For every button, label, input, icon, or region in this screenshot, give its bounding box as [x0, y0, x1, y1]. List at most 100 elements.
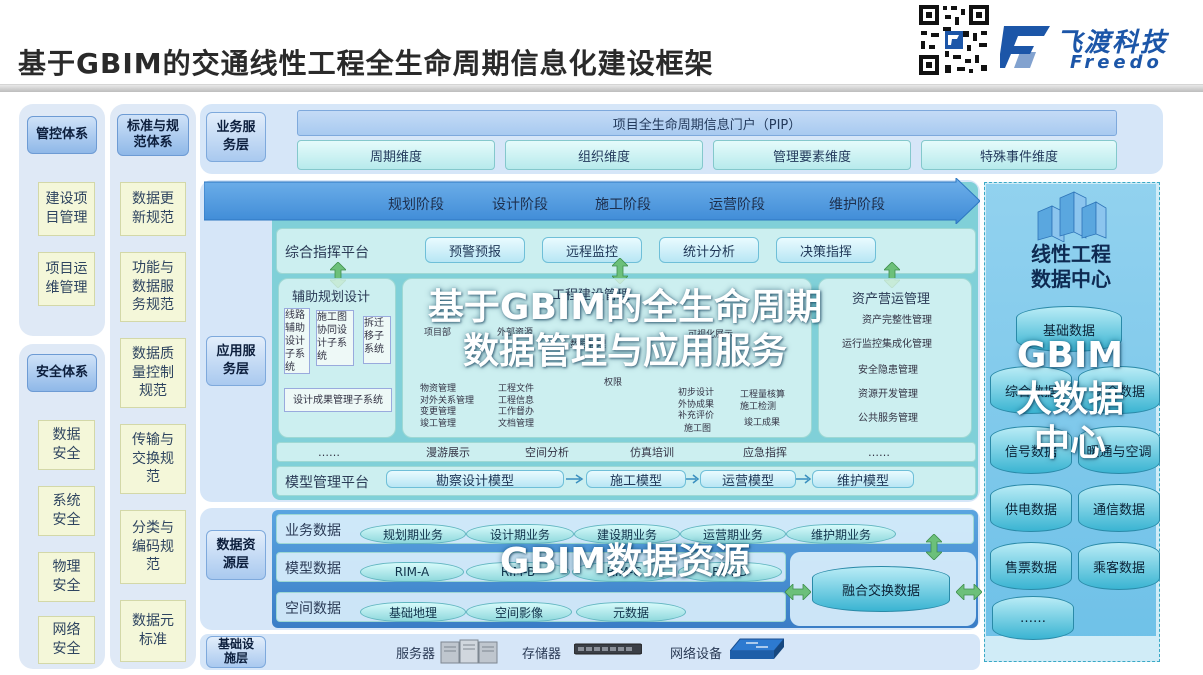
network-switch-icon [730, 638, 784, 659]
col2-item: 数据质 量控制 规范 [120, 338, 186, 408]
phase-label: 设计阶段 [492, 197, 548, 213]
command-item: 预警预报 [425, 237, 525, 263]
model-item: 施工模型 [586, 470, 686, 489]
command-item: 远程监控 [542, 237, 642, 263]
bottom-row-item: …… [318, 446, 340, 459]
dimension-item: 周期维度 [297, 140, 495, 170]
infra-item: 网络设备 [670, 647, 723, 662]
col2-item: 传输与 交换规 范 [120, 424, 186, 494]
updown-arrow-icon [926, 534, 942, 560]
model-data-item: RIM-B [466, 562, 570, 582]
data-center-title: 线性工程 数据中心 [1031, 242, 1111, 291]
spatial-data-label: 空间数据 [285, 601, 341, 617]
phase-label: 规划阶段 [388, 197, 444, 213]
construction-box [402, 278, 812, 438]
model-item: 运营模型 [700, 470, 796, 489]
phase-label: 运营阶段 [709, 197, 765, 213]
data-layer-label: 数据资 源层 [206, 530, 266, 580]
spatial-data-item: 元数据 [576, 602, 686, 622]
col2-item: 数据更 新规范 [120, 182, 186, 236]
col2-item: 功能与 数据服 务规范 [120, 252, 186, 322]
server-icon [440, 639, 498, 664]
spatial-data-item: 基础地理 [360, 602, 466, 622]
model-data-item: RIM-C [572, 562, 676, 582]
aux-sub-item: 线路 辅助 设计 子系 统 [284, 308, 310, 374]
app-overlay-title: 基于GBIM的全生命周期 数据管理与应用服务 [427, 287, 823, 372]
standards-head: 标准与规 范体系 [117, 114, 189, 156]
business-data-item: 设计期业务 [466, 524, 574, 544]
dc-cylinder: 供电数据 [990, 484, 1072, 532]
model-item: 勘察设计模型 [386, 470, 564, 489]
page-title: 基于GBIM的交通线性工程全生命周期信息化建设框架 [18, 47, 714, 80]
right-arrow-icon [566, 474, 584, 484]
construction-item: 物资管理 对外关系管理 变更管理 竣工管理 [420, 384, 475, 430]
app-bottom-row [276, 442, 976, 462]
dc-cylinder: 综合数据 [990, 366, 1072, 414]
dc-cylinder: 综合数据 [1078, 366, 1160, 414]
col1-item: 网络 安全 [38, 616, 95, 664]
phase-label: 施工阶段 [595, 197, 651, 213]
title-divider [0, 84, 1203, 92]
right-arrow-icon [796, 474, 812, 484]
col1-item: 物理 安全 [38, 552, 95, 602]
dc-cylinder: 售票数据 [990, 542, 1072, 590]
business-data-label: 业务数据 [285, 523, 341, 539]
business-data-item: 运营期业务 [680, 524, 786, 544]
dimension-item: 特殊事件维度 [921, 140, 1117, 170]
dc-cylinder: 乘客数据 [1078, 542, 1160, 590]
dimension-item: 管理要素维度 [713, 140, 911, 170]
construction-item: 初步设计 外协成果 补充评价 [678, 388, 715, 422]
infra-item: 服务器 [396, 647, 436, 662]
asset-item: 运行监控集成化管理 [842, 339, 932, 350]
col1-item: 系统 安全 [38, 486, 95, 536]
bottom-row-item: …… [868, 446, 890, 459]
freedo-logo-icon [998, 26, 1050, 68]
asset-item: 资源开发管理 [858, 389, 918, 400]
leftright-arrow-icon [785, 584, 811, 600]
model-data-item: RIM-A [360, 562, 464, 582]
construction-item: 工程文件 工程信息 工作督办 文档管理 [498, 384, 535, 430]
logo-en: Freedo [1070, 52, 1163, 73]
leftright-arrow-icon [956, 584, 982, 600]
col1-item: 建设项 目管理 [38, 182, 95, 236]
asset-label: 资产营运管理 [852, 292, 931, 307]
aux-sub-item: 拆迁 移子 系统 [363, 316, 391, 364]
construction-item: 项目部 [424, 328, 452, 338]
infra-layer-label: 基础设 施层 [206, 636, 266, 668]
model-data-item: RIM-D [678, 562, 782, 582]
col1-item: 数据 安全 [38, 420, 95, 470]
col2-item: 数据元 标准 [120, 600, 186, 662]
phase-label: 维护阶段 [829, 197, 885, 213]
asset-item: 安全隐患管理 [858, 365, 918, 376]
model-data-label: 模型数据 [285, 561, 341, 577]
dimension-item: 组织维度 [505, 140, 703, 170]
qr-code-icon [917, 3, 991, 77]
exchange-data: 融合交换数据 [812, 566, 950, 612]
app-layer-label: 应用服 务层 [206, 336, 266, 386]
construction-item: 权限 [604, 378, 623, 388]
logo-cn: 飞渡科技 [1056, 28, 1169, 58]
dc-cylinder: 信号数据 [990, 426, 1072, 474]
control-system-head: 管控体系 [27, 116, 97, 154]
construction-label: 工程建设管理 [552, 288, 631, 303]
data-overlay-title: GBIM数据资源 [499, 541, 751, 582]
freedo-logo: 飞渡科技 Freedo [998, 22, 1195, 73]
design-result-system: 设计成果管理子系统 [284, 388, 392, 412]
model-item: 维护模型 [812, 470, 914, 489]
spatial-data-item: 空间影像 [466, 602, 572, 622]
col1-item: 项目运 维管理 [38, 252, 95, 306]
updown-arrow-icon [612, 258, 628, 284]
aux-design-label: 辅助规划设计 [292, 290, 371, 305]
aux-sub-item: 施工图 协同设 计子系 统 [316, 310, 354, 366]
right-arrow-icon [686, 474, 700, 484]
buildings-icon [1037, 191, 1107, 242]
construction-item: 施工图 [684, 424, 712, 434]
col2-item: 分类与 编码规 范 [120, 510, 186, 584]
dc-cylinder: 暖通与空调 [1078, 426, 1160, 474]
bottom-row-item: 仿真培训 [630, 446, 674, 459]
business-data-item: 规划期业务 [360, 524, 466, 544]
data-center-overlay: GBIM 大数据 中心 [1015, 335, 1124, 464]
construction-item: 工程量核算 施工检测 [740, 390, 786, 412]
infra-item: 存储器 [522, 647, 562, 662]
construction-item: 外部资源 [497, 328, 534, 338]
